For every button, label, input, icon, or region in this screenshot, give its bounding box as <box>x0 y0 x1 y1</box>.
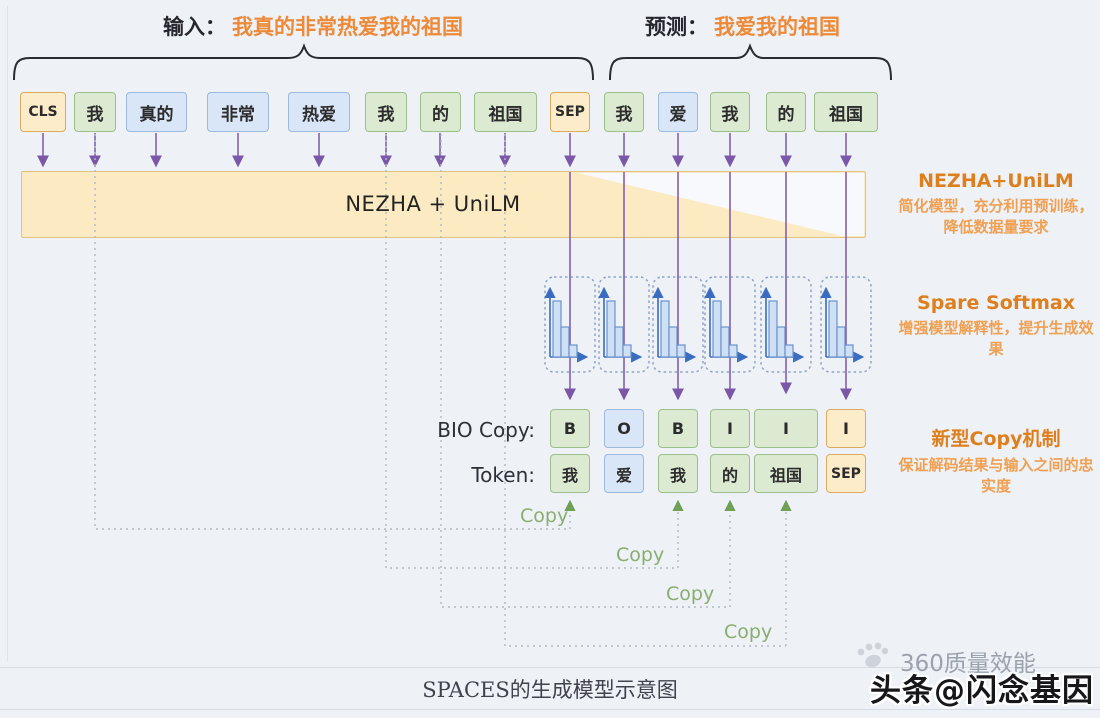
bio-cell-4: I <box>710 409 750 448</box>
out-token-5: 祖国 <box>754 454 818 493</box>
token-input-3: 非常 <box>207 92 269 132</box>
annotation-softmax: Spare Softmax 增强模型解释性，提升生成效果 <box>898 292 1094 360</box>
brand-watermark: 360质量效能 <box>900 651 1036 677</box>
annotation-model-desc: 简化模型，充分利用预训练，降低数据量要求 <box>898 197 1094 236</box>
softmax-box-5 <box>760 276 812 373</box>
softmax-box-6 <box>820 276 872 373</box>
token-input-5: 我 <box>365 92 407 132</box>
token-pred-2: 爱 <box>658 92 698 132</box>
softmax-box-1 <box>544 276 596 373</box>
token-input-4: 热爱 <box>288 92 350 132</box>
token-input-2: 真的 <box>126 92 187 132</box>
token-sep: SEP <box>550 92 590 132</box>
softmax-box-4 <box>704 276 756 373</box>
token-cls: CLS <box>20 92 66 132</box>
bio-cell-3: B <box>658 409 698 448</box>
model-title: NEZHA + UniLM <box>345 192 521 216</box>
copy-label-4: Copy <box>724 621 773 643</box>
annotation-model-title: NEZHA+UniLM <box>918 170 1074 192</box>
annotation-copy: 新型Copy机制 保证解码结果与输入之间的忠实度 <box>898 424 1094 497</box>
token-pred-1: 我 <box>604 92 644 132</box>
annotation-softmax-desc: 增强模型解释性，提升生成效果 <box>898 319 1094 358</box>
byline-watermark: 头条@闪念基因 <box>870 673 1094 709</box>
bio-cell-2: O <box>604 409 644 448</box>
caption-divider-bottom <box>0 709 1100 710</box>
out-token-3: 我 <box>658 454 698 493</box>
softmax-box-3 <box>652 276 704 373</box>
softmax-histograms <box>544 276 872 373</box>
predict-label: 预测： <box>645 15 708 39</box>
input-brace <box>13 43 594 81</box>
copy-label-2: Copy <box>616 544 665 566</box>
caption-divider-top <box>0 667 1100 668</box>
predict-brace <box>609 43 892 81</box>
out-token-4: 的 <box>710 454 750 493</box>
softmax-box-2 <box>598 276 650 373</box>
token-pred-4: 的 <box>766 92 806 132</box>
annotation-copy-title: 新型Copy机制 <box>931 428 1061 450</box>
bio-cell-1: B <box>550 409 590 448</box>
bio-copy-row-label: BIO Copy: <box>437 418 535 442</box>
token-row-label: Token: <box>471 463 535 487</box>
annotation-copy-desc: 保证解码结果与输入之间的忠实度 <box>898 456 1094 495</box>
input-value: 我真的非常热爱我的祖国 <box>232 15 463 39</box>
token-pred-5: 祖国 <box>814 92 878 132</box>
copy-label-3: Copy <box>666 583 715 605</box>
out-token-2: 爱 <box>604 454 644 493</box>
token-input-7: 祖国 <box>474 92 537 132</box>
figure-caption: SPACES的生成模型示意图 <box>422 678 678 702</box>
bio-cell-5: I <box>754 409 818 448</box>
predict-sentence-label: 预测：我爱我的祖国 <box>645 11 840 41</box>
annotation-model: NEZHA+UniLM 简化模型，充分利用预训练，降低数据量要求 <box>898 170 1094 238</box>
left-frame-line <box>7 6 8 661</box>
annotation-softmax-title: Spare Softmax <box>917 292 1075 314</box>
input-label: 输入： <box>163 15 226 39</box>
bio-cell-6: I <box>826 409 866 448</box>
predict-value: 我爱我的祖国 <box>714 15 840 39</box>
token-input-6: 的 <box>420 92 461 132</box>
token-to-model-arrows <box>37 133 852 168</box>
out-token-sep: SEP <box>826 454 866 493</box>
out-token-1: 我 <box>550 454 590 493</box>
copy-label-1: Copy <box>520 505 569 527</box>
input-sentence-label: 输入：我真的非常热爱我的祖国 <box>163 11 463 41</box>
token-pred-3: 我 <box>710 92 750 132</box>
token-input-1: 我 <box>74 92 116 132</box>
